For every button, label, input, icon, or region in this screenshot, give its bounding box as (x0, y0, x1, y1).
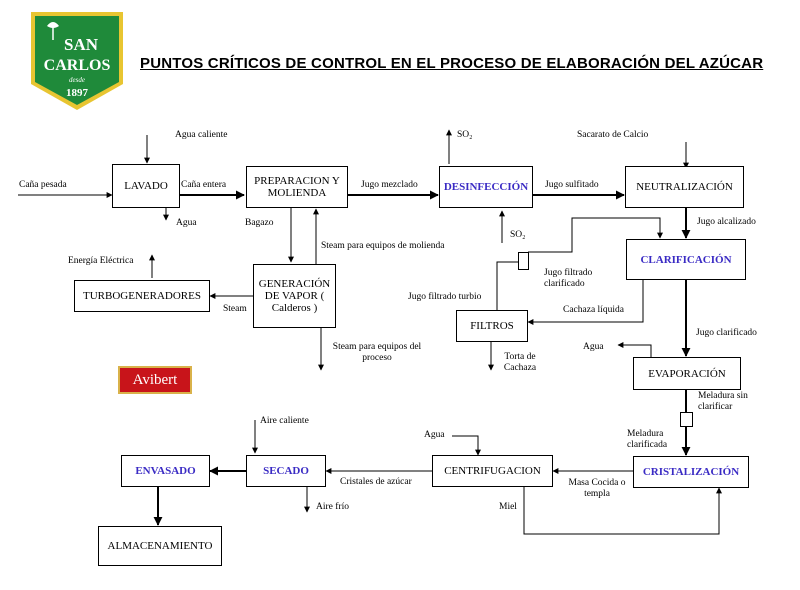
node-cristalizacion: CRISTALIZACIÓN (633, 456, 749, 488)
label-miel: Miel (499, 502, 517, 512)
node-desinfeccion: DESINFECCIÓN (439, 166, 533, 208)
node-evaporacion: EVAPORACIÓN (633, 357, 741, 390)
line-filtrado-clarificado (528, 217, 663, 253)
label-so2-mid: SO₂ (510, 230, 526, 240)
label-jugo-alcalizado: Jugo alcalizado (697, 217, 756, 227)
label-energia: Energía Eléctrica (68, 256, 134, 266)
node-lavado: LAVADO (112, 164, 180, 208)
label-meladura-sin: Meladura sin clarificar (698, 391, 748, 412)
label-agua-caliente: Agua caliente (175, 130, 228, 140)
label-cachaza-liquida: Cachaza líquida (563, 305, 624, 315)
label-cana-entera: Caña entera (181, 180, 227, 190)
node-centrifugacion: CENTRIFUGACION (432, 455, 553, 487)
label-jugo-filtrado-turbio: Jugo filtrado turbio (408, 292, 482, 302)
arrow-agua-evap (617, 342, 652, 358)
node-envasado: ENVASADO (121, 455, 210, 487)
label-steam-molienda: Steam para equipos de molienda (321, 241, 445, 251)
node-preparacion: PREPARACION Y MOLIENDA (246, 166, 348, 208)
node-generacion: GENERACIÓN DE VAPOR ( Calderos ) (253, 264, 336, 328)
node-filtros: FILTROS (456, 310, 528, 342)
junction-meladura (680, 412, 693, 427)
label-jugo-filtrado-clarificado: Jugo filtrado clarificado (544, 268, 593, 289)
node-secado: SECADO (246, 455, 326, 487)
label-sacarato: Sacarato de Calcio (577, 130, 649, 140)
avibert-badge: Avibert (118, 366, 192, 394)
san-carlos-logo: SAN CARLOS desde 1897 (31, 12, 123, 110)
logo-line3: desde (69, 76, 85, 84)
label-torta-cachaza: Torta de Cachaza (503, 352, 537, 373)
arrow-miel (523, 487, 722, 535)
logo-line2: CARLOS (44, 57, 111, 74)
label-steam-proceso: Steam para equipos del proceso (332, 342, 422, 363)
label-cristales: Cristales de azúcar (340, 477, 412, 487)
node-neutralizacion: NEUTRALIZACIÓN (625, 166, 744, 208)
node-turbogeneradores: TURBOGENERADORES (74, 280, 210, 312)
label-meladura-clar: Meladura clarificada (627, 429, 668, 450)
logo-line1: SAN (64, 35, 99, 54)
label-agua-centrif: Agua (424, 430, 445, 440)
label-so2-top: SO₂ (457, 130, 473, 140)
label-jugo-mezclado: Jugo mezclado (361, 180, 418, 190)
arrow-agua-centrif (452, 435, 481, 456)
label-aire-caliente: Aire caliente (260, 416, 309, 426)
label-agua-lavado: Agua (176, 218, 197, 228)
arrow-cachaza-liquida (527, 280, 644, 325)
junction-filtrado (518, 252, 529, 270)
node-almacenamiento: ALMACENAMIENTO (98, 526, 222, 566)
page-title: PUNTOS CRÍTICOS DE CONTROL EN EL PROCESO… (140, 55, 764, 72)
label-bagazo: Bagazo (245, 218, 274, 228)
label-agua-evap: Agua (583, 342, 604, 352)
label-jugo-clarificado: Jugo clarificado (696, 328, 757, 338)
logo-line4: 1897 (66, 87, 89, 99)
node-clarificacion: CLARIFICACIÓN (626, 239, 746, 280)
label-masa-cocida: Masa Cocida o templa (568, 478, 626, 499)
label-jugo-sulfitado: Jugo sulfitado (545, 180, 599, 190)
line-filtrado-turbio (496, 261, 518, 310)
label-cana-pesada: Caña pesada (19, 180, 67, 190)
label-steam: Steam (223, 304, 247, 314)
label-aire-frio: Aire frío (316, 502, 349, 512)
